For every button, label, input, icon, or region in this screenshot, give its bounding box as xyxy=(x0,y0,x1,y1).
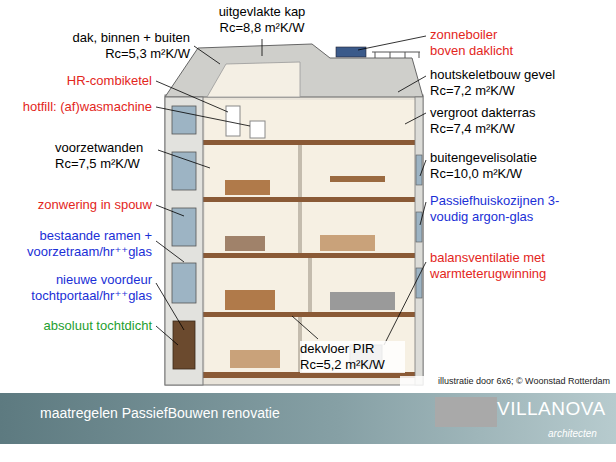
callout-label: bestaande ramen + voorzetraam/hr⁺⁺glas xyxy=(12,228,152,260)
front-door xyxy=(173,321,195,369)
callout-label: absoluut tochtdicht xyxy=(6,318,152,334)
logo-block xyxy=(435,397,497,427)
callout-label: Passiefhuiskozijnen 3-voudig argon-glas xyxy=(430,193,575,225)
attic-cut xyxy=(207,62,300,97)
floors xyxy=(165,140,423,378)
credit-note: illustratie door 6x6; © Woonstad Rotterd… xyxy=(400,376,610,387)
callout-label: balansventilatie met warmteterugwinning xyxy=(430,250,575,282)
callout-label: HR-combiketel xyxy=(6,73,152,89)
callout-label: hotfill: (af)wasmachine xyxy=(6,99,152,115)
kitchen xyxy=(330,292,395,310)
partitions xyxy=(300,145,310,372)
cupboard xyxy=(225,236,265,251)
couch xyxy=(225,290,275,310)
bed xyxy=(320,235,375,251)
front-facade xyxy=(165,97,203,385)
callout-label: dekvloer PIR Rc=5,2 m²K/W xyxy=(300,341,405,373)
boiler xyxy=(226,106,240,136)
callout-label: dak, binnen + buiten Rc=5,3 m²K/W xyxy=(60,30,190,62)
terrace-railing xyxy=(372,52,420,58)
callout-label: vergroot dakterras Rc=7,4 m²K/W xyxy=(430,105,575,137)
solar-boiler xyxy=(336,47,366,57)
callout-label: houtskeletbouw gevel Rc=7,2 m²K/W xyxy=(430,67,575,99)
table xyxy=(330,176,385,182)
leader-lines xyxy=(156,36,426,345)
logo-subtext: architecten xyxy=(548,428,608,440)
sofa xyxy=(225,180,270,195)
side-facade xyxy=(415,97,423,385)
logo-text: VILLANOVA xyxy=(497,398,609,420)
callout-label: uitgevlakte kap Rc=8,8 m²K/W xyxy=(207,4,317,36)
washing-machine xyxy=(250,121,265,138)
building-body xyxy=(165,95,423,385)
windows xyxy=(172,106,196,303)
callout-label: zonwering in spouw xyxy=(6,197,152,213)
callout-label: voorzetwanden Rc=7,5 m²K/W xyxy=(55,140,155,172)
callout-label: nieuwe voordeur tochtportaal/hr⁺⁺glas xyxy=(12,272,152,304)
roof xyxy=(165,44,423,97)
storage xyxy=(230,350,280,368)
callout-label: buitengevelisolatie Rc=10,0 m²K/W xyxy=(430,150,575,182)
callout-label: zonneboiler boven daklicht xyxy=(430,27,530,59)
